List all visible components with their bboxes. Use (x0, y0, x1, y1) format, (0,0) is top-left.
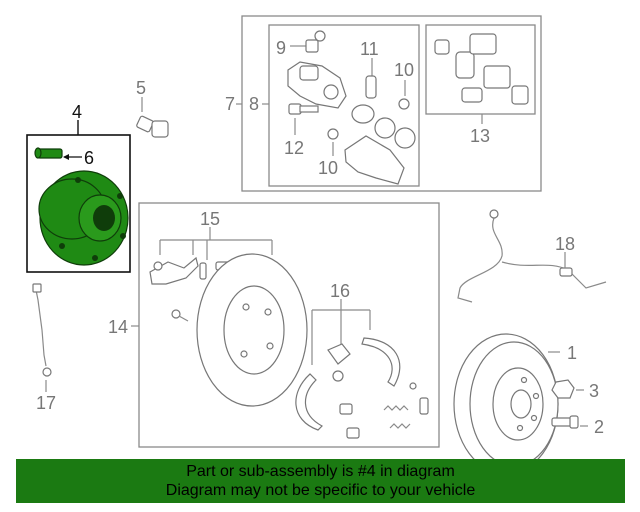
pad-kit-box (425, 24, 536, 115)
callout-6: 6 (84, 148, 94, 168)
caliper-bracket (344, 135, 405, 185)
footer-line-2: Diagram may not be specific to your vehi… (165, 482, 476, 499)
callout-10-upper: 10 (394, 60, 414, 80)
abs-sensor (457, 209, 607, 303)
caliper-body (287, 61, 347, 109)
backing-plate (196, 253, 308, 407)
callout-10-lower: 10 (318, 158, 338, 178)
callout-16: 16 (330, 281, 350, 301)
brake-pad-kit (434, 33, 529, 105)
callout-13: 13 (470, 126, 490, 146)
brake-hose (32, 283, 52, 377)
callout-1: 1 (567, 343, 577, 363)
bleeder-screw (290, 30, 326, 53)
callout-12: 12 (284, 138, 304, 158)
brake-rotor (453, 333, 559, 475)
callout-14: 14 (108, 317, 128, 337)
dust-cap-upper (398, 80, 410, 110)
callout-11: 11 (360, 39, 379, 59)
wheel-stud (551, 415, 579, 429)
callout-16-leaders (311, 299, 371, 365)
backing-plate-box (138, 202, 440, 448)
brake-shoes (295, 337, 401, 431)
callout-17: 17 (36, 393, 56, 413)
hub-bearing-assembly (38, 170, 129, 266)
piston-and-seals (351, 104, 416, 149)
callout-9: 9 (276, 38, 286, 58)
caliper-bolt (288, 103, 319, 135)
lug-nut (551, 379, 575, 399)
callout-4: 4 (72, 102, 82, 122)
callout-2: 2 (594, 417, 604, 437)
footer-banner: Part or sub-assembly is #4 in diagram Di… (16, 459, 625, 503)
callout-7: 7 (225, 94, 235, 114)
shoe-hardware (339, 382, 429, 439)
dust-cap-lower (327, 128, 339, 156)
callout-3: 3 (589, 381, 599, 401)
callout-15: 15 (200, 209, 220, 229)
callout-5: 5 (136, 78, 146, 98)
caliper-inner-box (268, 24, 420, 187)
guide-pin (365, 58, 377, 99)
footer-line-1: Part or sub-assembly is #4 in diagram (186, 463, 455, 480)
plate-screw (171, 309, 189, 322)
callout-18: 18 (555, 234, 575, 254)
callout-8: 8 (249, 94, 259, 114)
callout-15-leaders (159, 227, 273, 260)
hub-bolt (34, 147, 63, 159)
hub-mounting-bolt (136, 97, 169, 138)
